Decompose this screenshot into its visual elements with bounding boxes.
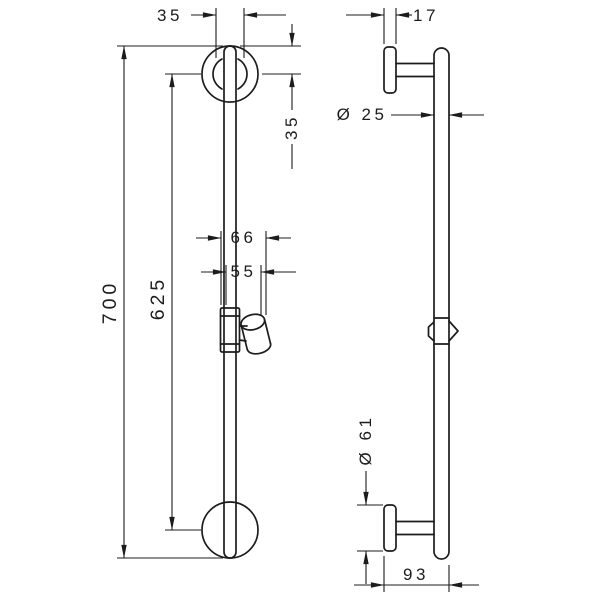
holder-body-left: [240, 324, 249, 351]
side-view-dimensions: 17 Ø 25 Ø 61 93: [337, 6, 484, 592]
dim-overall-length-label: 700: [99, 280, 121, 325]
top-wall-plate: [383, 46, 397, 94]
dim-holder-width-label: 55: [231, 262, 257, 281]
top-mount-inner-detail-right: [237, 58, 248, 90]
top-wall-mount: [201, 45, 259, 103]
dim-top-width: 35: [157, 6, 286, 58]
holder-body-bottom: [246, 342, 272, 355]
top-mount-inner-detail-left: [212, 58, 223, 90]
bottom-wall-mount: [201, 501, 259, 559]
dim-hole-spacing-label: 625: [147, 276, 169, 321]
dim-hole-spacing: 625: [147, 73, 201, 531]
dim-top-offset-label: 35: [282, 114, 301, 140]
slider-release-lever: [448, 320, 459, 342]
dim-slider-width-label: 66: [231, 228, 257, 247]
dim-wall-distance-label: 93: [403, 565, 429, 584]
side-view: [383, 46, 459, 560]
holder-body-right: [263, 318, 272, 345]
dim-overall-length: 700: [99, 45, 223, 559]
slider-sleeve: [219, 307, 241, 353]
dim-wall-distance: 93: [354, 556, 479, 592]
dim-plate-diameter-label: Ø 61: [356, 415, 375, 466]
dim-bar-diameter: Ø 25: [337, 105, 484, 124]
dim-slider-width: 66: [196, 228, 291, 315]
dim-bar-diameter-label: Ø 25: [337, 105, 388, 124]
front-view: [201, 45, 272, 559]
handshower-holder: [240, 313, 272, 355]
dim-plate-thickness-label: 17: [413, 6, 439, 25]
dim-top-width-label: 35: [157, 6, 183, 25]
slide-bar: [223, 45, 237, 559]
bottom-wall-plate: [383, 504, 397, 552]
slider-left-bump: [427, 321, 435, 342]
dim-plate-diameter: Ø 61: [356, 415, 383, 584]
dim-holder-width: 55: [201, 262, 296, 315]
dim-plate-thickness: 17: [346, 6, 439, 44]
front-view-dimensions: 35 35 700 625: [99, 6, 301, 559]
slide-bar-side: [433, 47, 450, 560]
holder-opening: [240, 313, 266, 331]
dim-top-offset: 35: [240, 24, 301, 169]
